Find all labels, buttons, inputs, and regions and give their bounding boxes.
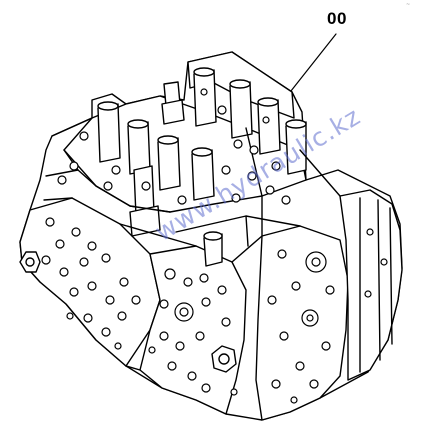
plate-edge <box>43 169 301 247</box>
spool-cap <box>229 81 253 139</box>
section-divider <box>377 199 381 361</box>
right-side-block <box>255 225 349 421</box>
spool-cap <box>157 137 181 191</box>
far-right-sections <box>339 189 403 381</box>
spool-cap <box>127 121 151 175</box>
bolt-group <box>57 88 291 205</box>
bolt-group <box>41 217 141 350</box>
side-hex-plug <box>19 251 41 273</box>
plate-edge <box>51 117 341 371</box>
spool-cap-group <box>97 67 307 201</box>
front-hex-plug <box>211 345 237 373</box>
front-end-cover <box>139 245 247 415</box>
port-group <box>148 268 238 396</box>
relief-valve <box>161 99 185 125</box>
section-divider <box>389 207 393 345</box>
callout-label: 00 <box>327 9 347 28</box>
callout-leader-line <box>286 33 337 97</box>
spool-cap <box>97 103 121 163</box>
corner-mark: ~ <box>406 2 411 8</box>
spool-cap <box>193 69 217 127</box>
port-group <box>267 228 388 404</box>
